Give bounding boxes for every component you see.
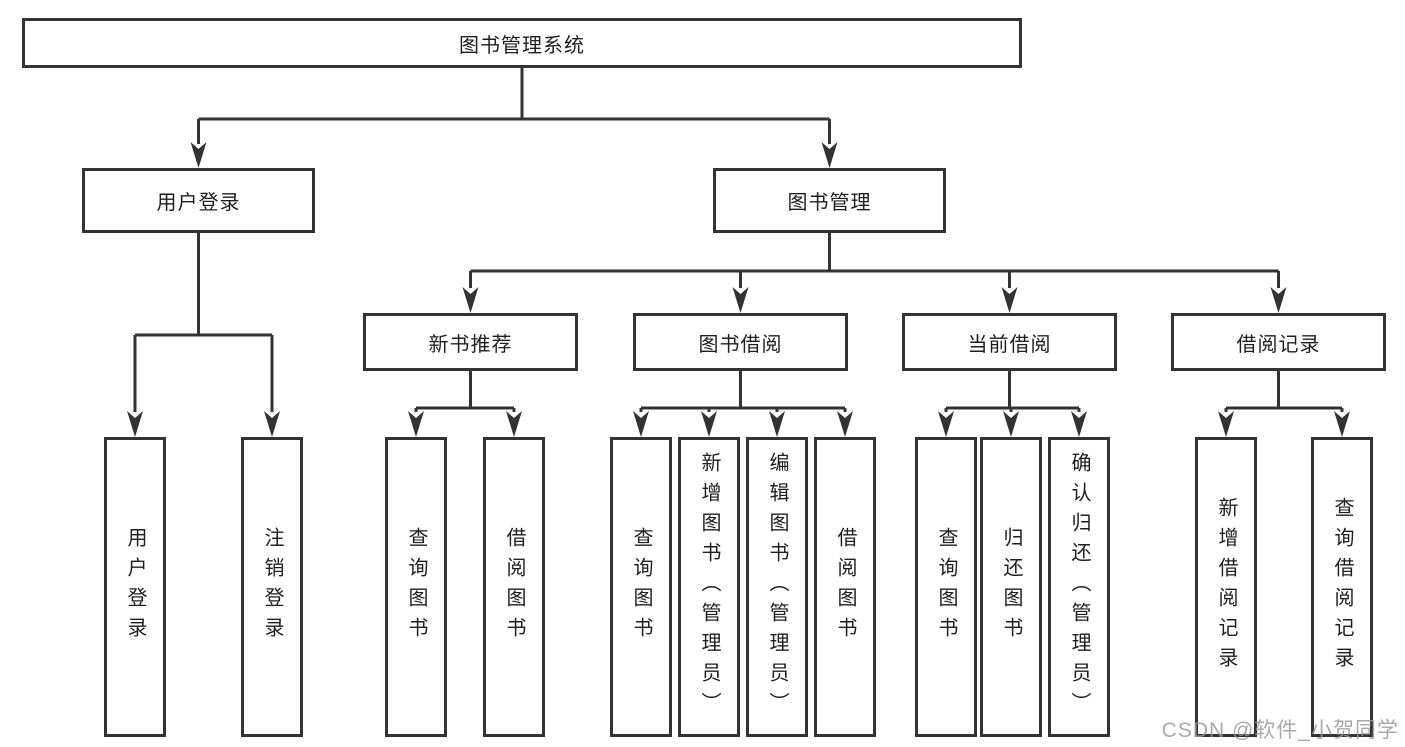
arrow-down-icon — [127, 411, 143, 437]
node-label: 新书推荐 — [428, 333, 513, 356]
arrow-down-icon — [1001, 287, 1018, 313]
arrow-down-icon — [1071, 411, 1087, 437]
leaf-label: 新增图书（管理员） — [698, 452, 720, 722]
arrow-down-icon — [837, 411, 853, 437]
node-book-management: 图书管理 — [713, 168, 946, 233]
leaf-label: 新增借阅记录 — [1215, 497, 1237, 677]
leaf-label: 查询图书 — [935, 527, 957, 647]
connector-book-management — [469, 233, 1280, 288]
leaf-label: 归还图书 — [1000, 527, 1022, 647]
leaf-query-books-recommend: 查询图书 — [385, 437, 447, 737]
node-library-management-system: 图书管理系统 — [22, 18, 1022, 68]
leaf-query-books-borrow: 查询图书 — [610, 437, 672, 737]
leaf-label: 编辑图书（管理员） — [766, 452, 788, 722]
arrow-down-icon — [938, 411, 954, 437]
arrow-down-icon — [701, 411, 717, 437]
leaf-label: 借阅图书 — [503, 527, 525, 647]
node-label: 图书借阅 — [698, 333, 783, 356]
leaf-query-borrow-record: 查询借阅记录 — [1311, 437, 1373, 737]
leaf-logout: 注销登录 — [241, 437, 303, 737]
leaf-confirm-return-admin: 确认归还（管理员） — [1048, 437, 1110, 737]
leaf-label: 用户登录 — [124, 527, 146, 647]
connector-new-book-recommend — [414, 371, 516, 412]
arrow-down-icon — [633, 411, 649, 437]
connector-book-borrow — [639, 371, 847, 412]
arrow-down-icon — [821, 142, 838, 168]
leaf-query-books-current: 查询图书 — [915, 437, 977, 737]
node-label: 图书管理 — [787, 192, 872, 214]
arrow-down-icon — [408, 411, 424, 437]
node-borrow-records: 借阅记录 — [1171, 313, 1386, 371]
leaf-label: 注销登录 — [261, 527, 283, 647]
leaf-return-book: 归还图书 — [980, 437, 1042, 737]
node-new-book-recommend: 新书推荐 — [363, 313, 578, 371]
arrow-down-icon — [462, 287, 479, 313]
arrow-down-icon — [190, 142, 207, 168]
node-book-borrow: 图书借阅 — [633, 313, 848, 371]
arrow-down-icon — [1003, 411, 1019, 437]
arrow-down-icon — [1334, 411, 1350, 437]
leaf-add-book-admin: 新增图书（管理员） — [678, 437, 740, 737]
leaf-label: 查询图书 — [630, 527, 652, 647]
arrow-down-icon — [732, 287, 749, 313]
node-user-login: 用户登录 — [82, 168, 315, 233]
node-label: 借阅记录 — [1236, 333, 1321, 356]
leaf-label: 查询图书 — [405, 527, 427, 647]
arrow-down-icon — [264, 411, 280, 437]
connector-root — [197, 68, 831, 144]
leaf-add-borrow-record: 新增借阅记录 — [1195, 437, 1257, 737]
watermark: CSDN @软件_小贺同学 — [1161, 719, 1399, 742]
leaf-user-login: 用户登录 — [104, 437, 166, 737]
leaf-borrow-books: 借阅图书 — [814, 437, 876, 737]
node-label: 用户登录 — [156, 192, 241, 214]
connector-current-borrow — [944, 371, 1081, 412]
leaf-label: 借阅图书 — [834, 527, 856, 647]
leaf-edit-book-admin: 编辑图书（管理员） — [746, 437, 808, 737]
arrow-down-icon — [1270, 287, 1287, 313]
arrowhead-icons — [127, 142, 1350, 437]
arrow-down-icon — [506, 411, 522, 437]
leaf-label: 查询借阅记录 — [1331, 497, 1353, 677]
arrow-down-icon — [769, 411, 785, 437]
leaf-borrow-books-recommend: 借阅图书 — [483, 437, 545, 737]
node-current-borrow: 当前借阅 — [902, 313, 1117, 371]
node-label: 当前借阅 — [967, 333, 1052, 356]
arrow-down-icon — [1218, 411, 1234, 437]
node-label: 图书管理系统 — [459, 34, 585, 57]
leaf-label: 确认归还（管理员） — [1068, 452, 1090, 722]
connector-borrow-records — [1224, 371, 1344, 412]
connector-user-login — [133, 233, 274, 412]
